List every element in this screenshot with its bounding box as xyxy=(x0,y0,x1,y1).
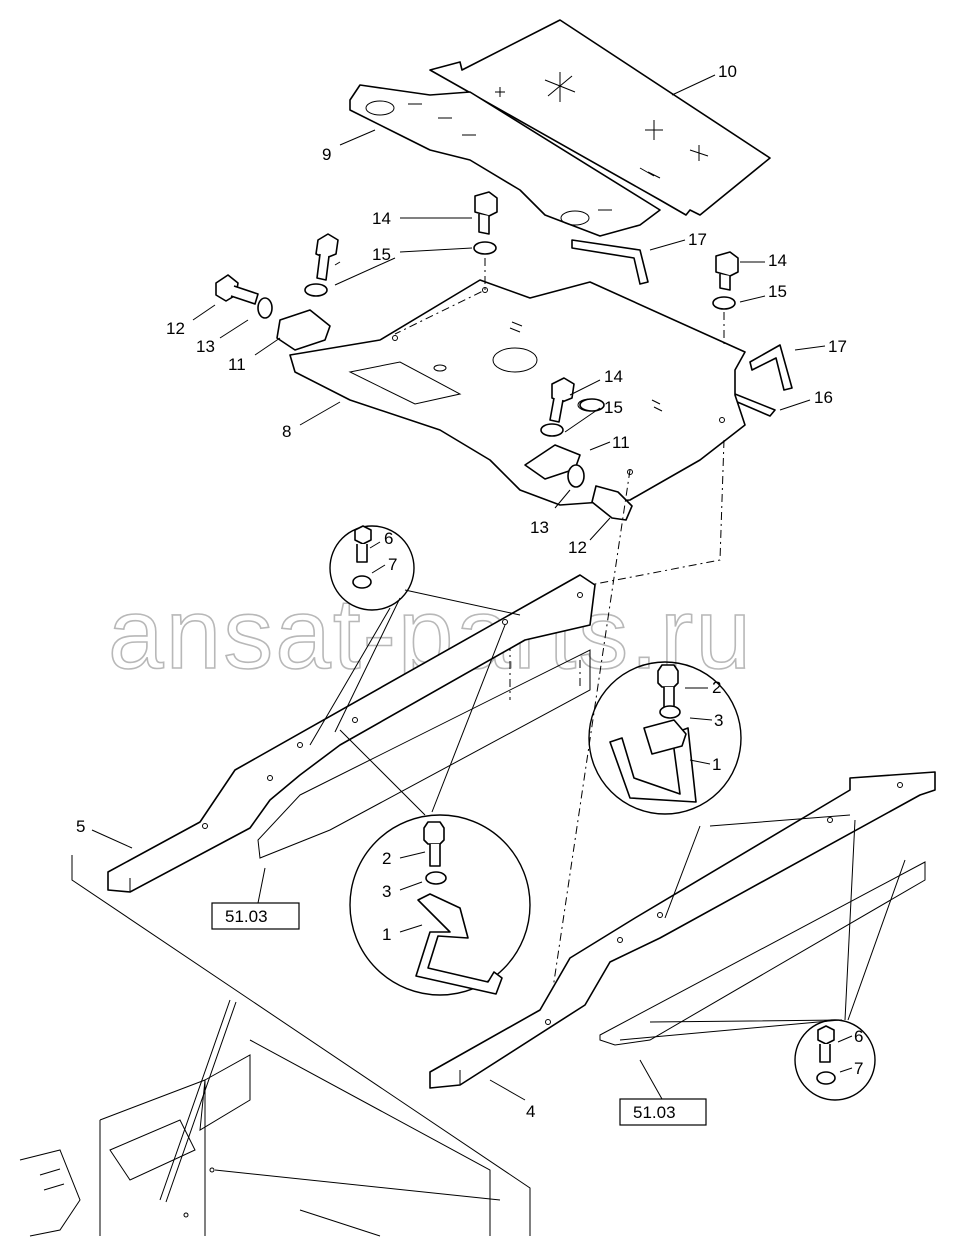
callout-10: 10 xyxy=(718,62,737,81)
ref-box-left[interactable]: 51.03 xyxy=(211,902,300,930)
callout-14-b: 14 xyxy=(768,251,787,270)
callout-7-b: 7 xyxy=(854,1059,863,1078)
callout-8: 8 xyxy=(282,422,291,441)
callout-labels: 10 9 14 15 17 14 15 12 13 11 17 16 8 14 … xyxy=(76,62,863,1121)
callout-7-a: 7 xyxy=(388,555,397,574)
callout-2-a: 2 xyxy=(712,678,721,697)
callout-4: 4 xyxy=(526,1102,535,1121)
fasteners-upper xyxy=(215,191,739,521)
callout-12-b: 12 xyxy=(568,538,587,557)
callout-12-a: 12 xyxy=(166,319,185,338)
ref-label-left: 51.03 xyxy=(225,907,268,926)
callout-1-b: 1 xyxy=(382,925,391,944)
callout-13-a: 13 xyxy=(196,337,215,356)
callout-3-a: 3 xyxy=(714,711,723,730)
callout-15-c: 15 xyxy=(604,398,623,417)
callout-15-a: 15 xyxy=(372,245,391,264)
part-8-seat-plate xyxy=(289,279,746,506)
callout-leaders xyxy=(91,74,853,1101)
detail-circle-clamp-center xyxy=(339,624,531,996)
part-17-bracket-b xyxy=(749,344,793,391)
part-4-right-rail xyxy=(429,771,936,1089)
callout-11-b: 11 xyxy=(612,433,630,452)
part-9-pad xyxy=(349,84,661,237)
part-5-left-rail xyxy=(107,574,596,893)
callout-17-b: 17 xyxy=(828,337,847,356)
ref-label-right: 51.03 xyxy=(633,1103,676,1122)
chassis-frame xyxy=(19,855,531,1237)
part-10-cushion xyxy=(429,19,771,216)
callout-17-a: 17 xyxy=(688,230,707,249)
callout-6-a: 6 xyxy=(384,529,393,548)
callout-13-b: 13 xyxy=(530,518,549,537)
detail-circle-fastener-top xyxy=(309,525,521,746)
part-17-bracket-a xyxy=(571,239,649,285)
callout-14-a: 14 xyxy=(372,209,391,228)
callout-14-c: 14 xyxy=(604,367,623,386)
callout-2-b: 2 xyxy=(382,849,391,868)
callout-1-a: 1 xyxy=(712,755,721,774)
callout-16: 16 xyxy=(814,388,833,407)
callout-11-a: 11 xyxy=(228,355,246,374)
detail-circle-fastener-bottom xyxy=(619,819,906,1101)
callout-6-b: 6 xyxy=(854,1027,863,1046)
callout-9: 9 xyxy=(322,145,331,164)
ref-box-right[interactable]: 51.03 xyxy=(619,1098,707,1126)
detail-circle-clamp-right xyxy=(588,661,851,919)
callout-15-b: 15 xyxy=(768,282,787,301)
callout-3-b: 3 xyxy=(382,882,391,901)
callout-5: 5 xyxy=(76,817,85,836)
